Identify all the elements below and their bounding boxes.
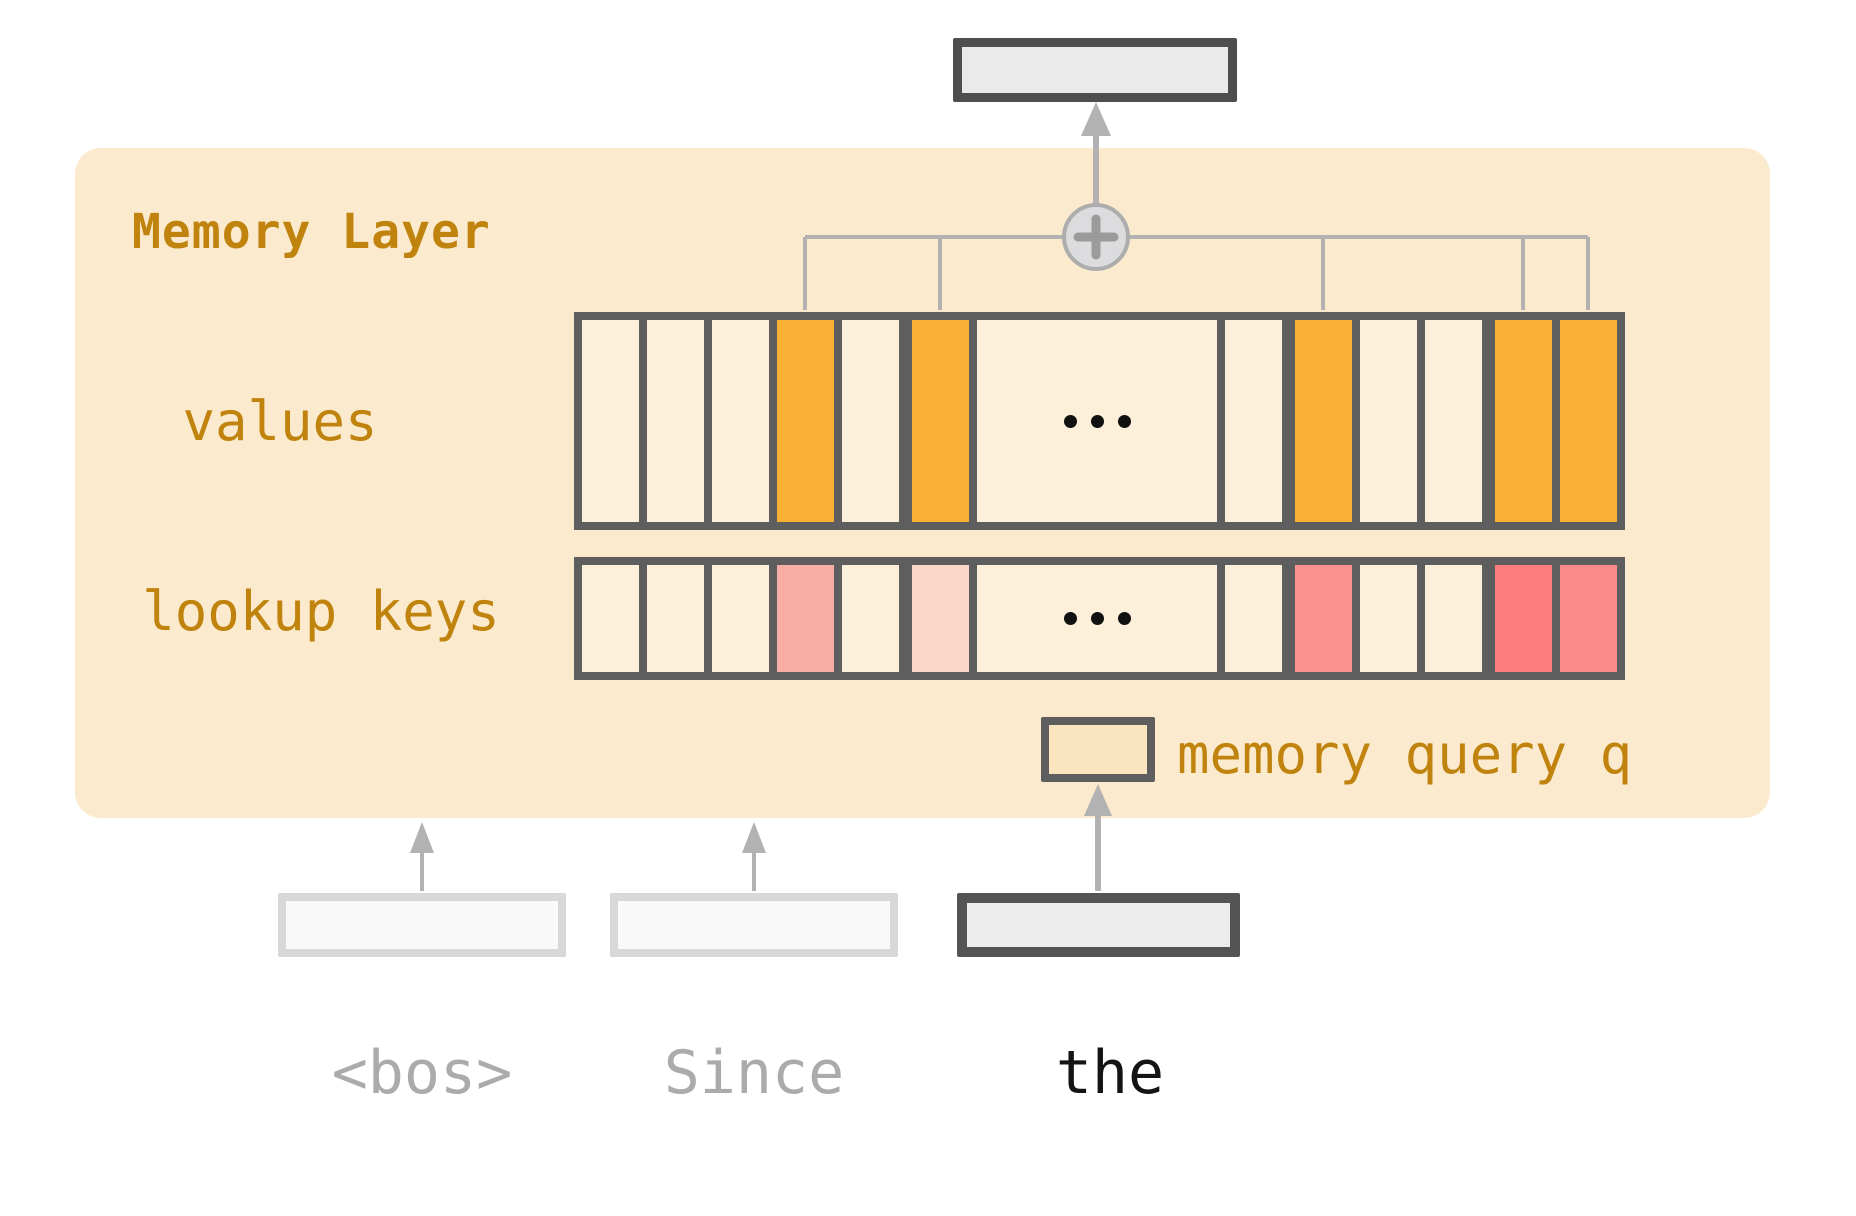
memory-cell-cream — [582, 320, 639, 522]
ellipsis-dot — [1090, 612, 1104, 625]
ellipsis-dot — [1063, 414, 1077, 428]
token-box-since — [610, 893, 898, 957]
memory-cell-cream — [842, 565, 899, 672]
token-arrow-head-1-icon — [410, 822, 434, 853]
memory-cell-cream — [842, 320, 899, 522]
memory-cell-ellipsis — [977, 565, 1217, 672]
memory-cell-orange — [1560, 320, 1617, 522]
memory-cell-pink_soft — [1560, 565, 1617, 672]
memory-cell-cream — [1225, 565, 1282, 672]
memory-cell-cream — [712, 565, 769, 672]
token-label-bos: <bos> — [331, 1038, 513, 1108]
memory-cell-orange — [1295, 320, 1352, 522]
token-box-the — [957, 893, 1240, 957]
values-row-label: values — [182, 390, 378, 453]
memory-cell-pink_strong — [1495, 565, 1552, 672]
memory-cell-pink_muted — [777, 565, 834, 672]
memory-cell-cream — [647, 565, 704, 672]
memory-cell-pink_faint — [912, 565, 969, 672]
memory-cell-cream — [1360, 320, 1417, 522]
memory-query-label: memory query q — [1177, 723, 1633, 786]
values-row — [574, 312, 1625, 530]
ellipsis-dot — [1117, 612, 1131, 625]
memory-cell-cream — [582, 565, 639, 672]
ellipsis-dot — [1090, 414, 1104, 428]
lookup-keys-row-label: lookup keys — [142, 580, 500, 643]
token-arrow-head-2-icon — [742, 822, 766, 853]
token-box-bos — [278, 893, 566, 957]
token-label-the: the — [1055, 1038, 1165, 1108]
token-label-since: Since — [663, 1038, 845, 1108]
panel-title: Memory Layer — [132, 204, 491, 260]
ellipsis-dot — [1117, 414, 1131, 428]
memory-cell-ellipsis — [977, 320, 1217, 522]
ellipsis-dot — [1063, 612, 1077, 625]
memory-cell-cream — [1425, 565, 1482, 672]
memory-cell-orange — [912, 320, 969, 522]
output-arrow-head-icon — [1081, 102, 1111, 136]
memory-query-box — [1041, 717, 1155, 782]
output-vector-box — [953, 38, 1237, 102]
memory-cell-orange — [1495, 320, 1552, 522]
memory-cell-cream — [647, 320, 704, 522]
memory-cell-cream — [1360, 565, 1417, 672]
memory-cell-cream — [1225, 320, 1282, 522]
memory-cell-cream — [1425, 320, 1482, 522]
memory-cell-pink_medium — [1295, 565, 1352, 672]
memory-cell-orange — [777, 320, 834, 522]
lookup-keys-row — [574, 557, 1625, 680]
memory-cell-cream — [712, 320, 769, 522]
